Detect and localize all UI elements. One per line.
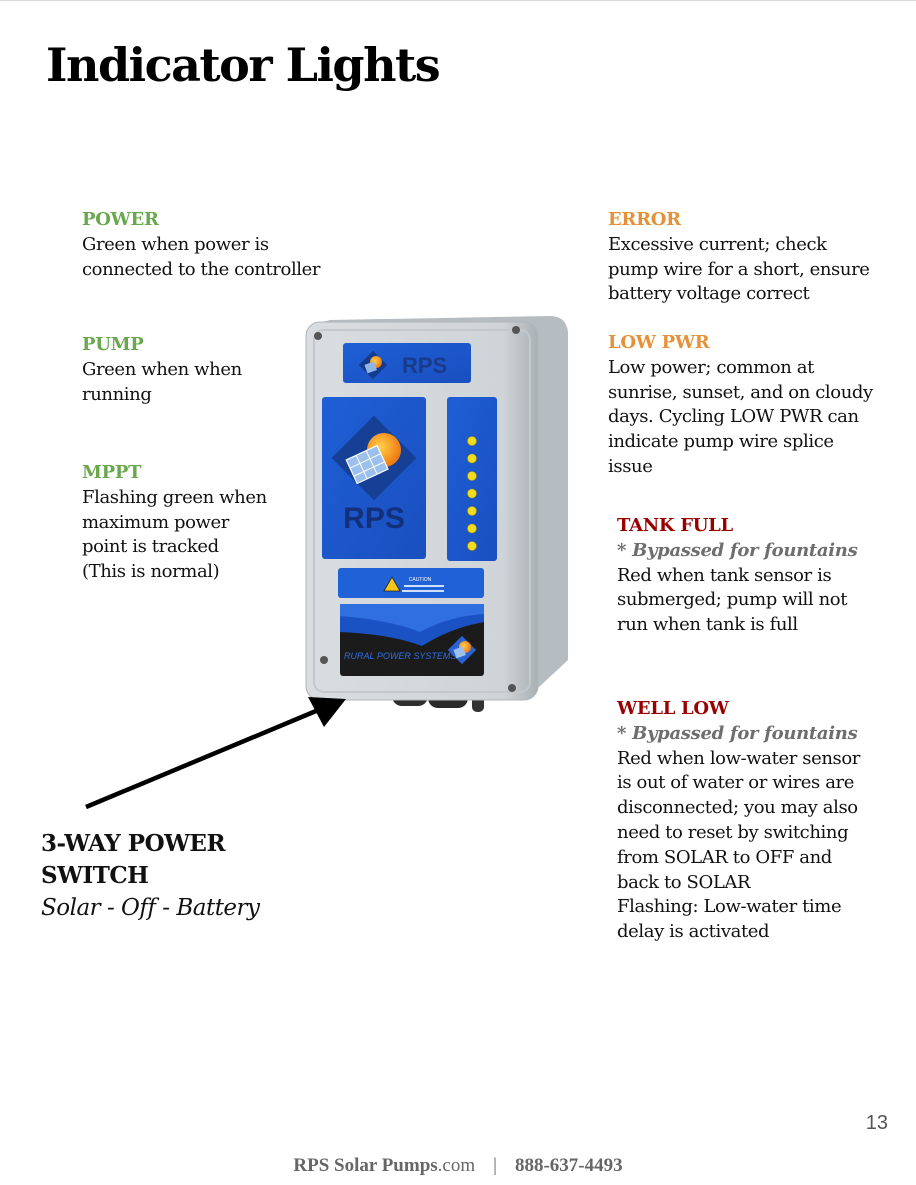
led-indicator-icon xyxy=(467,471,477,481)
power-switch-callout: 3-WAY POWER SWITCH Solar - Off - Battery xyxy=(41,828,260,924)
led-indicator-icon xyxy=(467,506,477,516)
footer-separator: | xyxy=(493,1155,497,1176)
led-column xyxy=(467,436,477,551)
screw-icon xyxy=(512,326,520,334)
indicator-description: Green when when running xyxy=(82,358,242,405)
controller-illustration: RPS RPS CAUTION RURAL POWER SYSTEMS xyxy=(305,316,568,712)
pointer-arrow xyxy=(85,697,346,810)
indicator-tank-full: TANK FULL * Bypassed for fountains Red w… xyxy=(617,514,858,638)
indicator-label: LOW PWR xyxy=(608,332,710,353)
led-indicator-icon xyxy=(467,488,477,499)
arrow-shaft xyxy=(85,708,317,810)
indicator-well-low: WELL LOW * Bypassed for fountains Red wh… xyxy=(617,697,860,945)
solar-logo-icon xyxy=(447,635,477,665)
indicator-label: MPPT xyxy=(82,462,142,483)
led-indicator-icon xyxy=(467,436,477,446)
screw-icon xyxy=(320,656,328,664)
led-indicator-icon xyxy=(467,523,477,534)
top-border xyxy=(0,0,916,1)
switch-positions: Solar - Off - Battery xyxy=(41,895,260,921)
indicator-power: POWER Green when power is connected to t… xyxy=(82,208,321,282)
indicator-pump: PUMP Green when when running xyxy=(82,333,242,407)
page-number: 13 xyxy=(865,1112,888,1134)
brand-top-text: RPS xyxy=(402,353,447,378)
indicator-low-pwr: LOW PWR Low power; common at sunrise, su… xyxy=(608,331,873,480)
footer-phone: 888-637-4493 xyxy=(514,1155,623,1176)
caution-label xyxy=(338,568,484,598)
indicator-note: * Bypassed for fountains xyxy=(617,722,858,744)
indicator-error: ERROR Excessive current; check pump wire… xyxy=(608,208,870,307)
indicator-label: ERROR xyxy=(608,209,681,230)
indicator-description: Green when power is connected to the con… xyxy=(82,233,321,280)
indicator-note: * Bypassed for fountains xyxy=(617,539,858,561)
strip-text: RURAL POWER SYSTEMS xyxy=(344,651,456,661)
screw-icon xyxy=(508,684,516,692)
footer-site-suffix: .com xyxy=(437,1155,476,1176)
page-title: Indicator Lights xyxy=(46,38,441,92)
indicator-label: TANK FULL xyxy=(617,515,733,536)
warning-icon xyxy=(383,576,401,592)
screw-icon xyxy=(314,332,322,340)
arrow-head-icon xyxy=(308,697,346,727)
brand-main-text: RPS xyxy=(343,502,405,535)
indicator-description: Red when tank sensor is submerged; pump … xyxy=(617,564,848,636)
caution-title: CAUTION xyxy=(409,577,432,583)
solar-panel-sun-icon xyxy=(331,415,417,501)
switch-label: 3-WAY POWER SWITCH xyxy=(41,830,226,889)
indicator-description: Excessive current; check pump wire for a… xyxy=(608,233,870,305)
indicator-description: Flashing green when maximum power point … xyxy=(82,486,267,583)
footer: RPS Solar Pumps.com | 888-637-4493 xyxy=(0,1155,916,1177)
indicator-label: WELL LOW xyxy=(617,698,729,719)
indicator-description: Low power; common at sunrise, sunset, an… xyxy=(608,356,873,477)
led-indicator-icon xyxy=(467,541,477,551)
indicator-label: POWER xyxy=(82,209,159,230)
indicator-description: Red when low-water sensor is out of wate… xyxy=(617,747,861,943)
indicator-mppt: MPPT Flashing green when maximum power p… xyxy=(82,461,267,585)
footer-site-name: RPS Solar Pumps xyxy=(293,1155,438,1176)
led-indicator-icon xyxy=(467,453,477,464)
indicator-label: PUMP xyxy=(82,334,144,355)
